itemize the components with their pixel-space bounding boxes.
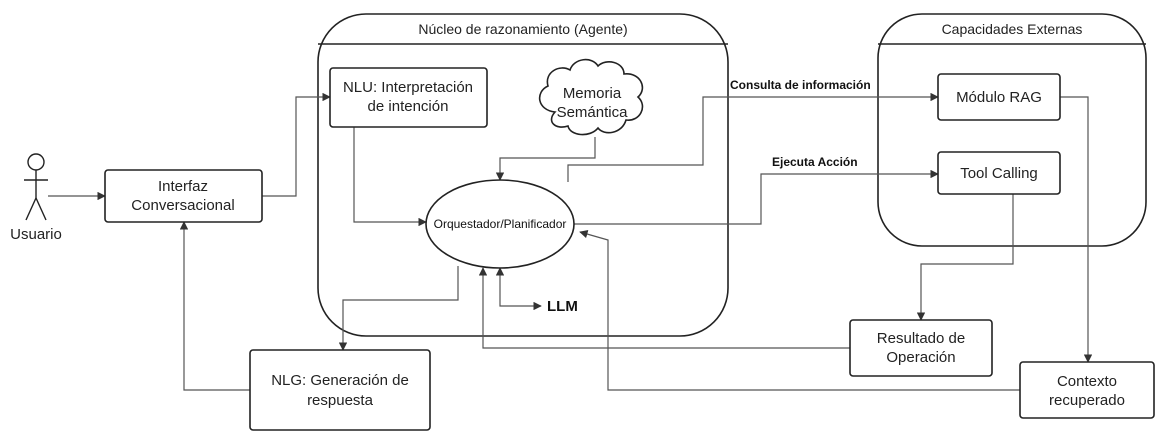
- interfaz-label-line1: Interfaz: [158, 178, 208, 195]
- interfaz-label-line2: Conversacional: [131, 197, 234, 214]
- edge-nlu-orquestador: [353, 127, 427, 227]
- edge-tool-resultado: [916, 194, 1014, 321]
- user-actor: Usuario: [10, 153, 62, 243]
- memoria-label-line1: Memoria: [563, 85, 622, 102]
- actor-label: Usuario: [10, 226, 62, 243]
- edge-orquestador-rag: [567, 92, 939, 182]
- external-title: Capacidades Externas: [942, 21, 1083, 37]
- node-orquestador: Orquestador/Planificador: [425, 179, 575, 269]
- contexto-label-line1: Contexto: [1057, 373, 1117, 390]
- resultado-label-line2: Operación: [886, 349, 955, 366]
- node-memoria: Memoria Semántica: [538, 58, 644, 136]
- core-container: Núcleo de razonamiento (Agente): [317, 13, 729, 337]
- nlu-label-line2: de intención: [368, 98, 449, 115]
- edge-label-ejecuta: Ejecuta Acción: [772, 155, 858, 169]
- tool-label: Tool Calling: [960, 165, 1038, 182]
- nlg-label-line1: NLG: Generación de: [271, 372, 409, 389]
- edge-resultado-orquestador: [478, 267, 850, 349]
- edge-orquestador-nlg: [338, 266, 459, 351]
- edge-contexto-orquestador: [579, 230, 1020, 391]
- node-nlg: NLG: Generación de respuesta: [249, 349, 431, 431]
- cloud-shape: [538, 58, 644, 136]
- llm-label: LLM: [547, 298, 578, 315]
- edge-orquestador-llm: [495, 267, 542, 311]
- node-rag: Módulo RAG: [937, 73, 1061, 121]
- node-nlu: NLU: Interpretación de intención: [329, 67, 488, 128]
- node-tool: Tool Calling: [937, 151, 1061, 195]
- edge-nlg-interfaz: [179, 221, 250, 391]
- edge-rag-contexto: [1060, 96, 1093, 363]
- resultado-label-line1: Resultado de: [877, 330, 965, 347]
- edge-label-consulta: Consulta de información: [730, 78, 871, 92]
- node-contexto: Contexto recuperado: [1019, 361, 1155, 419]
- edges: [48, 92, 1093, 391]
- external-container: Capacidades Externas: [877, 13, 1147, 247]
- memoria-label-line2: Semántica: [557, 104, 629, 121]
- stick-figure-icon: [24, 153, 48, 221]
- edge-interfaz-nlu: [262, 92, 331, 197]
- contexto-label-line2: recuperado: [1049, 392, 1125, 409]
- node-resultado: Resultado de Operación: [849, 319, 993, 377]
- nlu-label-line1: NLU: Interpretación: [343, 79, 473, 96]
- orquestador-label: Orquestador/Planificador: [434, 217, 567, 231]
- nlg-label-line2: respuesta: [307, 392, 374, 409]
- node-interfaz: Interfaz Conversacional: [104, 169, 263, 223]
- edge-orquestador-tool: [574, 169, 939, 225]
- core-title: Núcleo de razonamiento (Agente): [418, 21, 627, 37]
- edge-memoria-orquestador: [495, 137, 596, 181]
- rag-label: Módulo RAG: [956, 89, 1042, 106]
